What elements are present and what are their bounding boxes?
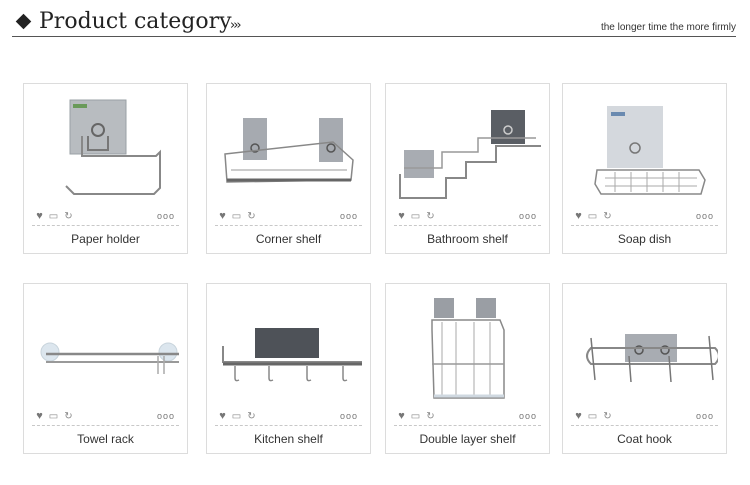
share-icon[interactable]: ↻ [426,211,435,222]
message-icon[interactable]: ▭ [587,211,598,222]
product-name[interactable]: Towel rack [77,432,134,446]
product-card-bathroom-shelf[interactable]: ♥ ▭ ↻ ooo Bathroom shelf [385,83,550,254]
product-card-corner-shelf[interactable]: ♥ ▭ ↻ ooo Corner shelf [206,83,371,254]
product-card-towel-rack[interactable]: ♥ ▭ ↻ ooo Towel rack [23,283,188,454]
product-actions: ♥ ▭ ↻ ooo [394,210,541,224]
product-name[interactable]: Kitchen shelf [254,432,323,446]
heart-icon[interactable]: ♥ [575,410,582,422]
product-image-bathroom-shelf[interactable] [394,90,541,202]
product-name[interactable]: Double layer shelf [419,432,516,446]
product-name[interactable]: Paper holder [71,232,140,246]
product-actions: ♥ ▭ ↻ ooo [394,410,541,424]
heart-icon[interactable]: ♥ [575,210,582,222]
share-icon[interactable]: ↻ [247,211,256,222]
card-divider [32,225,179,226]
share-icon[interactable]: ↻ [603,211,612,222]
more-icon[interactable]: ooo [339,211,358,221]
card-divider [32,425,179,426]
product-name[interactable]: Coat hook [617,432,672,446]
heart-icon[interactable]: ♥ [398,410,405,422]
product-image-double-layer-shelf[interactable] [394,290,541,402]
product-image-kitchen-shelf[interactable] [215,290,362,402]
message-icon[interactable]: ▭ [48,411,59,422]
section-header: Product category ››› the longer time the… [12,8,736,37]
product-actions: ♥ ▭ ↻ ooo [215,410,362,424]
heart-icon[interactable]: ♥ [398,210,405,222]
more-icon[interactable]: ooo [518,411,537,421]
product-card-paper-holder[interactable]: ♥ ▭ ↻ ooo Paper holder [23,83,188,254]
message-icon[interactable]: ▭ [587,411,598,422]
message-icon[interactable]: ▭ [231,411,242,422]
product-actions: ♥ ▭ ↻ ooo [571,410,718,424]
share-icon[interactable]: ↻ [426,411,435,422]
heart-icon[interactable]: ♥ [219,410,226,422]
product-image-towel-rack[interactable] [32,290,179,402]
card-divider [215,225,362,226]
card-divider [571,425,718,426]
message-icon[interactable]: ▭ [410,411,421,422]
product-image-corner-shelf[interactable] [215,90,362,202]
share-icon[interactable]: ↻ [247,411,256,422]
product-name[interactable]: Corner shelf [255,232,322,246]
message-icon[interactable]: ▭ [410,211,421,222]
more-icon[interactable]: ooo [518,211,537,221]
diamond-bullet-icon [15,13,32,30]
product-image-soap-dish[interactable] [571,90,718,202]
product-card-kitchen-shelf[interactable]: ♥ ▭ ↻ ooo Kitchen shelf [206,283,371,454]
product-image-paper-holder[interactable] [32,90,179,202]
product-actions: ♥ ▭ ↻ ooo [215,210,362,224]
more-arrows-icon[interactable]: ››› [230,18,242,33]
product-actions: ♥ ▭ ↻ ooo [32,210,179,224]
share-icon[interactable]: ↻ [64,411,73,422]
product-image-coat-hook[interactable] [571,290,718,402]
heart-icon[interactable]: ♥ [36,410,43,422]
card-divider [215,425,362,426]
more-icon[interactable]: ooo [156,211,175,221]
card-divider [571,225,718,226]
more-icon[interactable]: ooo [339,411,358,421]
product-card-soap-dish[interactable]: ♥ ▭ ↻ ooo Soap dish [562,83,727,254]
product-name[interactable]: Soap dish [617,232,672,246]
message-icon[interactable]: ▭ [231,211,242,222]
more-icon[interactable]: ooo [156,411,175,421]
heart-icon[interactable]: ♥ [36,210,43,222]
heart-icon[interactable]: ♥ [219,210,226,222]
more-icon[interactable]: ooo [695,411,714,421]
message-icon[interactable]: ▭ [48,211,59,222]
card-divider [394,225,541,226]
slogan-text: the longer time the more firmly [600,22,736,33]
product-card-coat-hook[interactable]: ♥ ▭ ↻ ooo Coat hook [562,283,727,454]
share-icon[interactable]: ↻ [64,211,73,222]
product-actions: ♥ ▭ ↻ ooo [571,210,718,224]
share-icon[interactable]: ↻ [603,411,612,422]
more-icon[interactable]: ooo [695,211,714,221]
section-title: Product category [39,9,232,34]
product-card-double-layer-shelf[interactable]: ♥ ▭ ↻ ooo Double layer shelf [385,283,550,454]
card-divider [394,425,541,426]
product-name[interactable]: Bathroom shelf [427,232,508,246]
product-actions: ♥ ▭ ↻ ooo [32,410,179,424]
